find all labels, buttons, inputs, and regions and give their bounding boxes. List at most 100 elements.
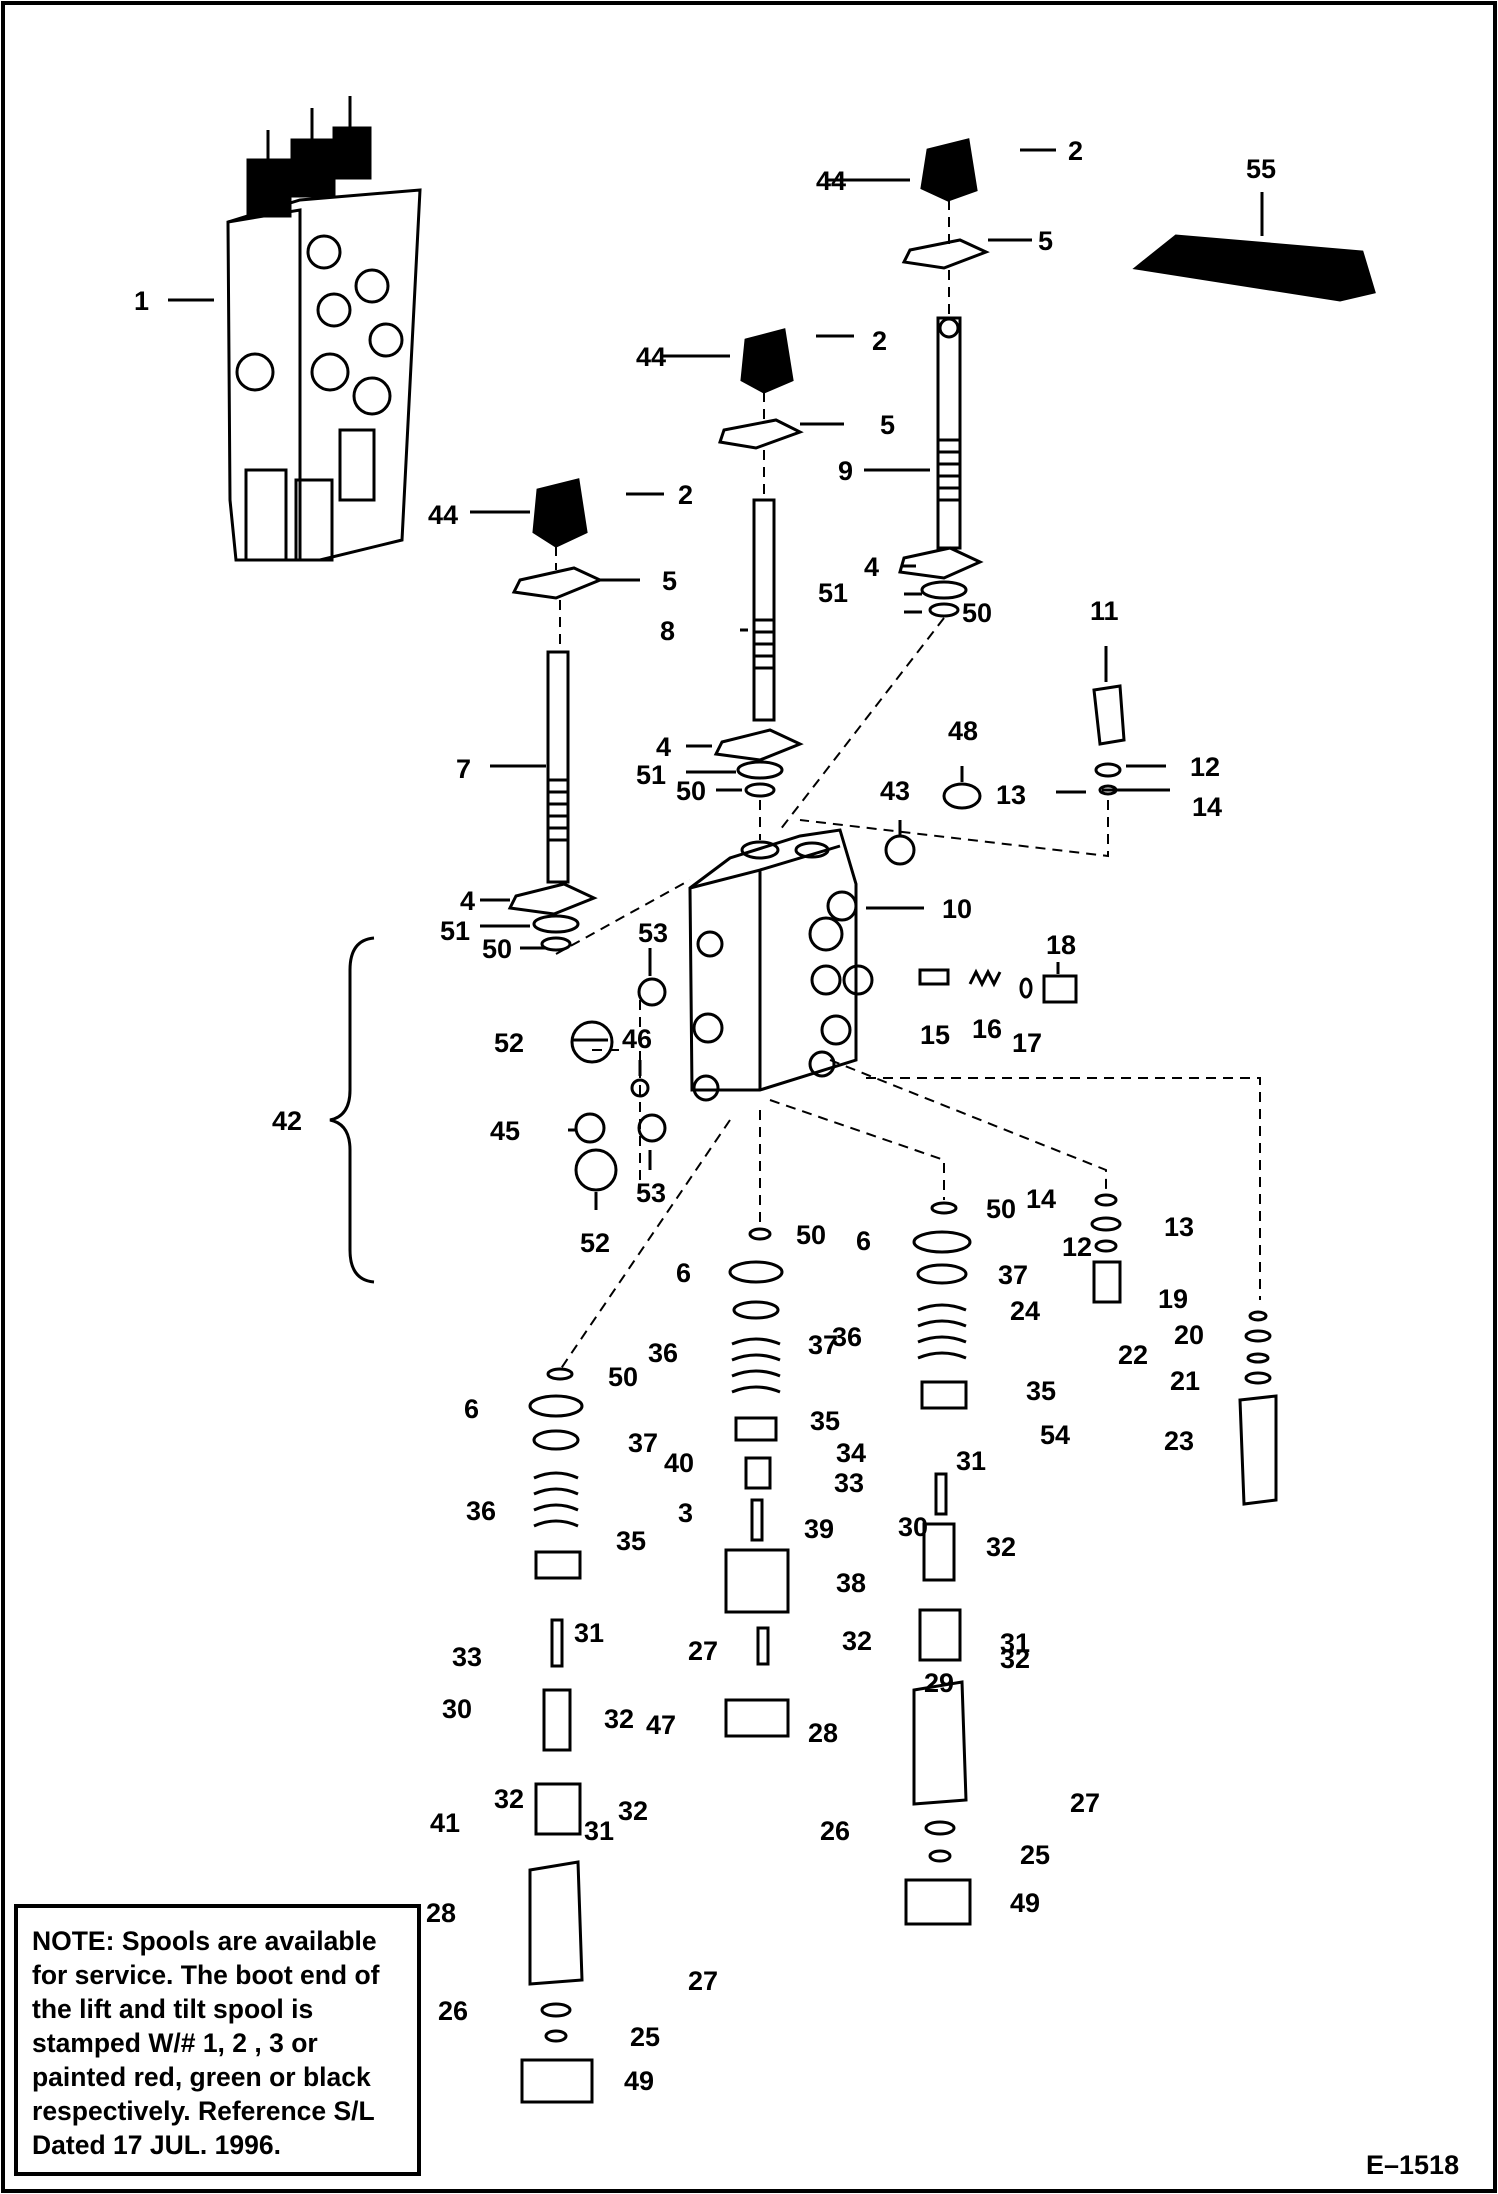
callout-c32b: 32 bbox=[842, 1626, 872, 1656]
callout-c47: 47 bbox=[646, 1710, 676, 1740]
callout-c50e: 50 bbox=[796, 1220, 826, 1250]
callout-c31a: 31 bbox=[956, 1446, 986, 1476]
callout-c6c: 6 bbox=[464, 1394, 479, 1424]
cap-47 bbox=[724, 1698, 790, 1738]
callout-c10: 10 bbox=[942, 894, 972, 924]
callout-c19: 19 bbox=[1158, 1284, 1188, 1314]
note-body: Spools are available for service. The bo… bbox=[32, 1926, 380, 2160]
spring-16 bbox=[968, 968, 1002, 988]
callout-c1: 1 bbox=[134, 286, 149, 316]
callout-c31d: 31 bbox=[584, 1816, 614, 1846]
callout-c15: 15 bbox=[920, 1020, 950, 1050]
callout-c27b: 27 bbox=[1070, 1788, 1100, 1818]
plate-5-left bbox=[511, 566, 604, 600]
callout-c2c: 2 bbox=[678, 480, 693, 510]
callout-c49a: 49 bbox=[1010, 1888, 1040, 1918]
callout-c33a: 33 bbox=[834, 1468, 864, 1498]
callout-c16: 16 bbox=[972, 1014, 1002, 1044]
callout-c25a: 25 bbox=[1020, 1840, 1050, 1870]
callout-c31c: 31 bbox=[574, 1618, 604, 1648]
plug-52-lower bbox=[574, 1148, 618, 1192]
spring-36-right bbox=[917, 1303, 967, 1360]
plug-48 bbox=[942, 782, 982, 810]
callout-c52b: 52 bbox=[580, 1228, 610, 1258]
callout-c32d: 32 bbox=[604, 1704, 634, 1734]
assembled-valve-illustration bbox=[226, 96, 422, 562]
callout-c28a: 28 bbox=[808, 1718, 838, 1748]
callout-c18: 18 bbox=[1046, 930, 1076, 960]
callout-c9: 9 bbox=[838, 456, 853, 486]
callout-c8: 8 bbox=[660, 616, 675, 646]
callout-c6b: 6 bbox=[676, 1258, 691, 1288]
callout-c26a: 26 bbox=[820, 1816, 850, 1846]
callout-c53b: 53 bbox=[636, 1178, 666, 1208]
callout-c50d: 50 bbox=[986, 1194, 1016, 1224]
o-ring-53-lower bbox=[637, 1113, 667, 1143]
cap-49-left bbox=[520, 2058, 594, 2104]
callout-c4b: 4 bbox=[656, 732, 671, 762]
callout-c5c: 5 bbox=[662, 566, 677, 596]
callout-c28b: 28 bbox=[426, 1898, 456, 1928]
callout-c36b: 36 bbox=[648, 1338, 678, 1368]
callout-c34: 34 bbox=[836, 1438, 866, 1468]
callout-c53a: 53 bbox=[638, 918, 668, 948]
cap-49-right bbox=[904, 1878, 972, 1926]
callout-c7: 7 bbox=[456, 754, 471, 784]
callout-c20: 20 bbox=[1174, 1320, 1204, 1350]
callout-c39: 39 bbox=[804, 1514, 834, 1544]
callout-c32e: 32 bbox=[494, 1784, 524, 1814]
poppet-15 bbox=[918, 968, 950, 986]
callout-c30b: 30 bbox=[442, 1694, 472, 1724]
valve-body-10 bbox=[688, 828, 874, 1102]
callout-c36a: 36 bbox=[832, 1322, 862, 1352]
callout-c13a: 13 bbox=[996, 780, 1026, 810]
callout-c44c: 44 bbox=[428, 500, 458, 530]
callout-c29: 29 bbox=[924, 1668, 954, 1698]
callout-c32f: 32 bbox=[618, 1796, 648, 1826]
spool-8 bbox=[752, 498, 776, 722]
spool-7 bbox=[546, 650, 570, 884]
callout-c12a: 12 bbox=[1190, 752, 1220, 782]
callout-c21: 21 bbox=[1170, 1366, 1200, 1396]
callout-c40: 40 bbox=[664, 1448, 694, 1478]
callout-c42: 42 bbox=[272, 1106, 302, 1136]
callout-c41: 41 bbox=[430, 1808, 460, 1838]
callout-c11: 11 bbox=[1090, 596, 1119, 626]
spool-9 bbox=[936, 316, 962, 550]
callout-c26b: 26 bbox=[438, 1996, 468, 2026]
callout-c50f: 50 bbox=[608, 1362, 638, 1392]
plug-45 bbox=[574, 1112, 606, 1144]
callout-c3: 3 bbox=[678, 1498, 693, 1528]
callout-c2b: 2 bbox=[872, 326, 887, 356]
callout-c35b: 35 bbox=[810, 1406, 840, 1436]
boot-44-middle bbox=[740, 328, 794, 394]
check-24 bbox=[1092, 1260, 1122, 1304]
plate-5-top bbox=[901, 238, 990, 270]
callout-c4a: 4 bbox=[864, 552, 879, 582]
callout-c33b: 33 bbox=[452, 1642, 482, 1672]
callout-c45: 45 bbox=[490, 1116, 520, 1146]
callout-c35c: 35 bbox=[616, 1526, 646, 1556]
callout-c54: 54 bbox=[1040, 1420, 1070, 1450]
parts-artwork bbox=[168, 96, 1376, 2104]
o-ring-53-upper bbox=[637, 977, 667, 1007]
callout-c50c: 50 bbox=[482, 934, 512, 964]
spring-36-left bbox=[533, 1471, 579, 1528]
plug-18 bbox=[1042, 974, 1078, 1004]
callout-c5b: 5 bbox=[880, 410, 895, 440]
callout-c24: 24 bbox=[1010, 1296, 1040, 1326]
callout-c6a: 6 bbox=[856, 1226, 871, 1256]
service-note: NOTE: Spools are available for service. … bbox=[14, 1904, 421, 2176]
callout-c25b: 25 bbox=[630, 2022, 660, 2052]
callout-c14a: 14 bbox=[1192, 792, 1222, 822]
callout-c51a: 51 bbox=[818, 578, 848, 608]
brace-42 bbox=[329, 936, 375, 1284]
callout-c43: 43 bbox=[880, 776, 910, 806]
o-ring-43 bbox=[884, 834, 916, 866]
sleeve-28-left bbox=[528, 1860, 584, 1986]
callout-c12b: 12 bbox=[1062, 1232, 1092, 1262]
plate-5-middle bbox=[718, 418, 804, 450]
o-ring-46 bbox=[630, 1078, 650, 1098]
